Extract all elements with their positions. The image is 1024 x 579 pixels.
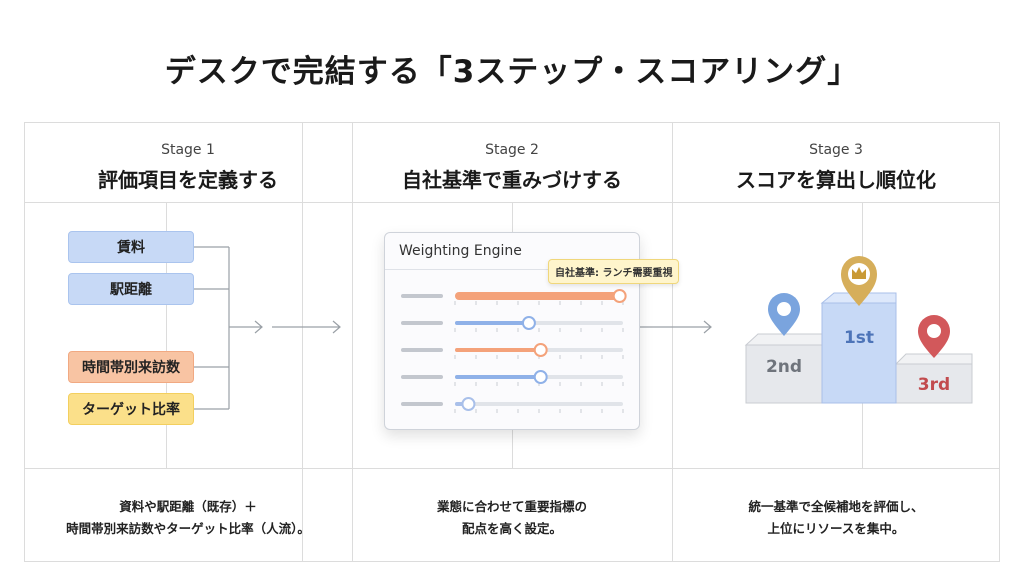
column-divider-1 bbox=[352, 122, 353, 562]
engine-title: Weighting Engine bbox=[399, 243, 522, 259]
stage-3-description: 統一基準で全候補地を評価し、 上位にリソースを集中。 bbox=[748, 499, 924, 536]
stage-1-header: Stage 1 評価項目を定義する bbox=[24, 122, 352, 202]
criteria-item-hourly-visits: 時間帯別来訪数 bbox=[68, 351, 194, 383]
weight-fill bbox=[455, 375, 541, 379]
criteria-item-station-distance: 駅距離 bbox=[68, 273, 194, 305]
weight-row-label-bar bbox=[401, 375, 443, 379]
footer-divider bbox=[24, 468, 1000, 469]
column-divider-2 bbox=[672, 122, 673, 562]
stage-2-header: Stage 2 自社基準で重みづけする bbox=[352, 122, 672, 202]
inner-grid-line bbox=[302, 122, 303, 562]
engine-divider bbox=[385, 269, 639, 270]
weight-row-label-bar bbox=[401, 294, 443, 298]
weight-fill bbox=[455, 348, 541, 352]
weight-knob bbox=[461, 397, 476, 411]
stage-3-header: Stage 3 スコアを算出し順位化 bbox=[672, 122, 1000, 202]
weight-track bbox=[455, 402, 623, 406]
criteria-item-rent: 賃料 bbox=[68, 231, 194, 263]
stage-3-label: Stage 3 bbox=[809, 142, 863, 158]
weight-fill bbox=[455, 292, 620, 300]
page-title: デスクで完結する「3ステップ・スコアリング」 bbox=[164, 54, 860, 90]
stage-1-title: 評価項目を定義する bbox=[98, 168, 278, 192]
weight-sliders bbox=[401, 289, 627, 413]
inner-grid-line bbox=[862, 202, 863, 468]
weight-knob bbox=[612, 289, 627, 303]
stage-1-description: 資料や駅距離（既存）＋ 時間帯別来訪数やターゲット比率（人流）。 bbox=[66, 499, 310, 536]
weight-knob bbox=[533, 370, 548, 384]
stage-2-label: Stage 2 bbox=[485, 142, 539, 158]
inner-grid-line bbox=[166, 202, 167, 468]
weight-knob bbox=[521, 316, 536, 330]
weight-knob bbox=[533, 343, 548, 357]
criteria-item-target-ratio: ターゲット比率 bbox=[68, 393, 194, 425]
diagram-frame bbox=[24, 122, 1000, 562]
weight-row-label-bar bbox=[401, 321, 443, 325]
weight-fill bbox=[455, 321, 529, 325]
stage-3-title: スコアを算出し順位化 bbox=[736, 168, 936, 192]
stage-1-label: Stage 1 bbox=[161, 142, 215, 158]
stage-2-title: 自社基準で重みづけする bbox=[402, 168, 622, 192]
stage-2-description: 業態に合わせて重要指標の 配点を高く設定。 bbox=[436, 499, 587, 536]
weight-row-label-bar bbox=[401, 348, 443, 352]
weight-policy-tag: 自社基準: ランチ需要重視 bbox=[548, 259, 680, 284]
weight-row-label-bar bbox=[401, 402, 443, 406]
